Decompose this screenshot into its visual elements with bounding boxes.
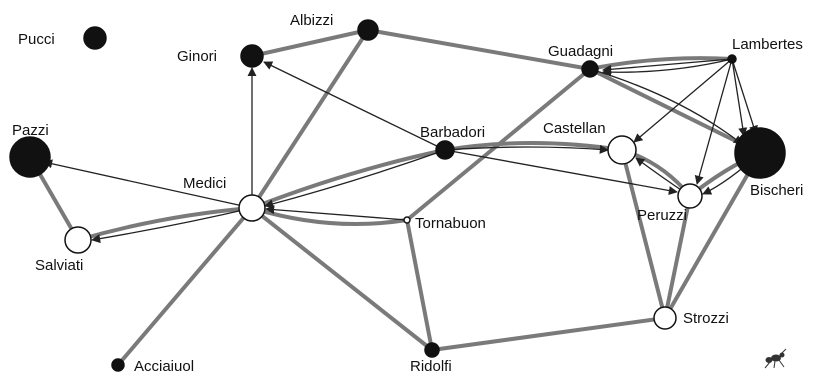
edge-guadagni-bischeri	[588, 67, 762, 155]
arrow-tornabuon-medici	[265, 205, 408, 221]
edge-albizzi-ginori	[250, 28, 370, 58]
arrow-guadagni-bischeri	[589, 68, 743, 145]
node-lambertes	[727, 54, 737, 64]
arrow-medici-pazzi	[43, 159, 253, 209]
label-strozzi: Strozzi	[683, 310, 729, 327]
node-pazzi	[9, 136, 51, 178]
label-peruzzi: Peruzzi	[637, 207, 687, 224]
label-bischeri: Bischeri	[750, 182, 803, 199]
arrow-medici-salviati	[91, 207, 253, 244]
label-pucci: Pucci	[18, 31, 55, 48]
edge-medici-salviati	[76, 206, 254, 242]
node-salviati	[64, 226, 92, 254]
label-guadagni: Guadagni	[548, 43, 613, 60]
node-castellan	[607, 135, 637, 165]
node-ginori	[240, 44, 264, 68]
arrow-edges	[43, 58, 761, 244]
arrow-barbadori-castellan	[444, 144, 609, 154]
nodes	[9, 19, 786, 372]
arrow-lambertes-bischeri-2	[731, 58, 748, 137]
label-acciaiuol: Acciaiuol	[134, 358, 194, 375]
edge-medici-barbadori	[250, 148, 447, 210]
edge-castellan-strozzi	[620, 148, 667, 320]
node-medici	[238, 194, 266, 222]
node-bischeri	[734, 127, 786, 179]
edge-medici-acciaiuol	[116, 206, 254, 367]
edge-bischeri-strozzi	[663, 151, 762, 320]
label-ridolfi: Ridolfi	[410, 358, 452, 375]
edge-ridolfi-strozzi	[430, 316, 667, 352]
label-barbadori: Barbadori	[420, 124, 485, 141]
arrow-barbadori-ginori	[263, 61, 446, 151]
arrow-barbadori-peruzzi	[444, 149, 678, 196]
node-albizzi	[357, 19, 379, 41]
label-salviati: Salviati	[35, 257, 83, 274]
label-castellan: Castellan	[543, 120, 606, 137]
node-strozzi	[653, 306, 677, 330]
node-pucci	[83, 26, 107, 50]
arrow-lambertes-guadagni-2	[602, 58, 733, 77]
ant-logo	[764, 348, 787, 369]
edge-albizzi-medici	[250, 28, 370, 210]
label-tornabuon: Tornabuon	[415, 215, 486, 232]
node-guadagni	[581, 60, 599, 78]
label-ginori: Ginori	[177, 48, 217, 65]
label-pazzi: Pazzi	[12, 122, 49, 139]
label-lambertes: Lambertes	[732, 36, 803, 53]
node-ridolfi	[424, 342, 440, 358]
edge-albizzi-guadagni	[366, 28, 592, 71]
node-tornabuon	[403, 216, 411, 224]
arrow-lambertes-bischeri	[731, 58, 758, 135]
node-peruzzi	[677, 183, 703, 209]
thick-edges	[28, 28, 762, 367]
label-medici: Medici	[183, 175, 226, 192]
arrow-lambertes-castellan	[633, 58, 733, 143]
node-barbadori	[435, 140, 455, 160]
edge-peruzzi-strozzi	[663, 194, 692, 320]
edge-tornabuon-ridolfi	[405, 218, 434, 352]
edge-medici-tornabuon	[250, 206, 409, 226]
arrow-lambertes-guadagni	[602, 58, 733, 74]
arrow-barbadori-medici	[264, 149, 446, 209]
label-albizzi: Albizzi	[290, 12, 333, 29]
node-acciaiuol	[111, 358, 125, 372]
arrow-lambertes-peruzzi	[694, 58, 733, 185]
edge-medici-ridolfi	[250, 206, 434, 352]
node-labels: Pucci Albizzi Ginori Guadagni Lambertes …	[12, 12, 803, 375]
